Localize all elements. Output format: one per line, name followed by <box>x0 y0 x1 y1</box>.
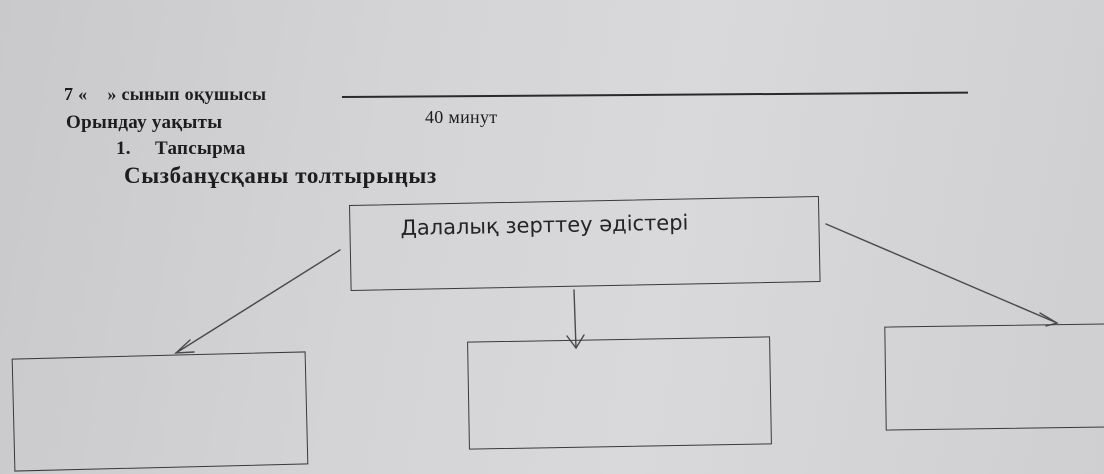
time-value: 40 минут <box>425 107 498 127</box>
arrowhead-right <box>1039 312 1059 327</box>
arrow-middle <box>573 289 577 349</box>
student-class-line: 7 « » сынып оқушысы <box>64 84 266 105</box>
empty-answer-box-right[interactable] <box>884 323 1104 431</box>
empty-answer-box-left[interactable] <box>11 351 309 472</box>
task-number: 1. <box>116 138 131 159</box>
arrowhead-middle <box>566 334 585 350</box>
empty-answer-box-middle[interactable] <box>467 336 772 450</box>
arrow-right <box>825 223 1058 324</box>
center-box: Далалық зерттеу әдістері <box>349 195 821 291</box>
class-prefix: 7 « <box>64 84 88 104</box>
task-title: Тапсырма <box>155 138 246 159</box>
arrowhead-left <box>174 339 195 354</box>
time-label: Орындау уақыты <box>66 112 223 133</box>
arrow-left <box>175 249 341 354</box>
task-instruction: Сызбанұсқаны толтырыңыз <box>124 163 437 188</box>
center-box-label: Далалық зерттеу әдістері <box>400 210 689 241</box>
class-suffix: » сынып оқушысы <box>107 84 267 104</box>
